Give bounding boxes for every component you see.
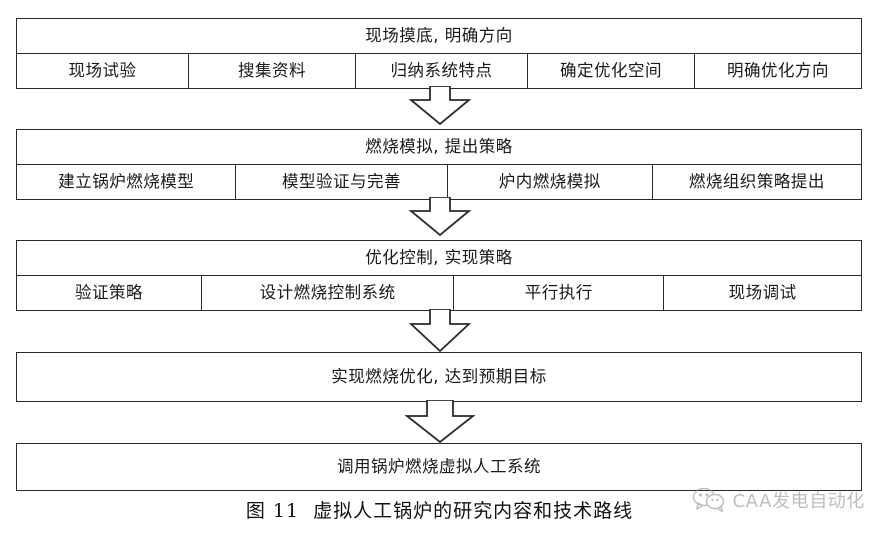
stage-1-title: 现场摸底, 明确方向 (365, 26, 513, 45)
stage-3-cells: 验证策略 设计燃烧控制系统 平行执行 现场调试 (17, 275, 861, 310)
stage-2-cell-1: 建立锅炉燃烧模型 (17, 165, 237, 199)
arrow-stage3-to-stage4-icon (404, 309, 476, 353)
flow-stage-4: 实现燃烧优化, 达到预期目标 (16, 352, 862, 402)
stage-2-cell-4: 燃烧组织策略提出 (688, 172, 825, 191)
arrow-stage2-to-stage3-icon (404, 197, 476, 237)
wechat-icon (692, 487, 726, 513)
stage-1-cell-2: 搜集资料 (189, 54, 356, 88)
stage-1-cell-4: 确定优化空间 (528, 54, 695, 88)
stage-1-cell-5: 明确优化方向 (727, 61, 829, 80)
stage-3-cell-4: 现场调试 (728, 283, 797, 302)
figure-caption-text: 虚拟人工锅炉的研究内容和技术路线 (313, 500, 634, 522)
watermark-text: CAA发电自动化 (732, 491, 865, 512)
flow-stage-1: 现场摸底, 明确方向 现场试验 搜集资料 归纳系统特点 确定优化空间 明确优化方… (16, 18, 862, 89)
stage-5-title: 调用锅炉燃烧虚拟人工系统 (337, 457, 541, 476)
stage-3-cell-3: 平行执行 (454, 276, 665, 310)
stage-1-cell-3: 归纳系统特点 (356, 54, 528, 88)
watermark: CAA发电自动化 (692, 487, 866, 513)
flow-stage-3: 优化控制, 实现策略 验证策略 设计燃烧控制系统 平行执行 现场调试 (16, 240, 862, 311)
stage-2-cells: 建立锅炉燃烧模型 模型验证与完善 炉内燃烧模拟 燃烧组织策略提出 (17, 164, 861, 199)
flow-stage-5: 调用锅炉燃烧虚拟人工系统 (16, 443, 862, 491)
figure-caption: 图 11 虚拟人工锅炉的研究内容和技术路线 (0, 496, 879, 523)
stage-3-cell-2: 设计燃烧控制系统 (202, 276, 455, 310)
stage-1-cells: 现场试验 搜集资料 归纳系统特点 确定优化空间 明确优化方向 (17, 53, 861, 88)
stage-2-cell-2: 模型验证与完善 (236, 165, 448, 199)
stage-2-cell-3: 炉内燃烧模拟 (448, 165, 653, 199)
stage-3-cell-1: 验证策略 (17, 276, 203, 310)
figure-caption-number: 图 11 (245, 500, 300, 522)
flow-stage-2: 燃烧模拟, 提出策略 建立锅炉燃烧模型 模型验证与完善 炉内燃烧模拟 燃烧组织策… (16, 129, 862, 200)
stage-1-cell-1: 现场试验 (17, 54, 189, 88)
arrow-stage1-to-stage2-icon (404, 86, 476, 126)
stage-2-title: 燃烧模拟, 提出策略 (365, 137, 513, 156)
arrow-stage4-to-stage5-icon (401, 400, 479, 444)
stage-4-title: 实现燃烧优化, 达到预期目标 (331, 367, 547, 386)
stage-3-title: 优化控制, 实现策略 (365, 248, 513, 267)
